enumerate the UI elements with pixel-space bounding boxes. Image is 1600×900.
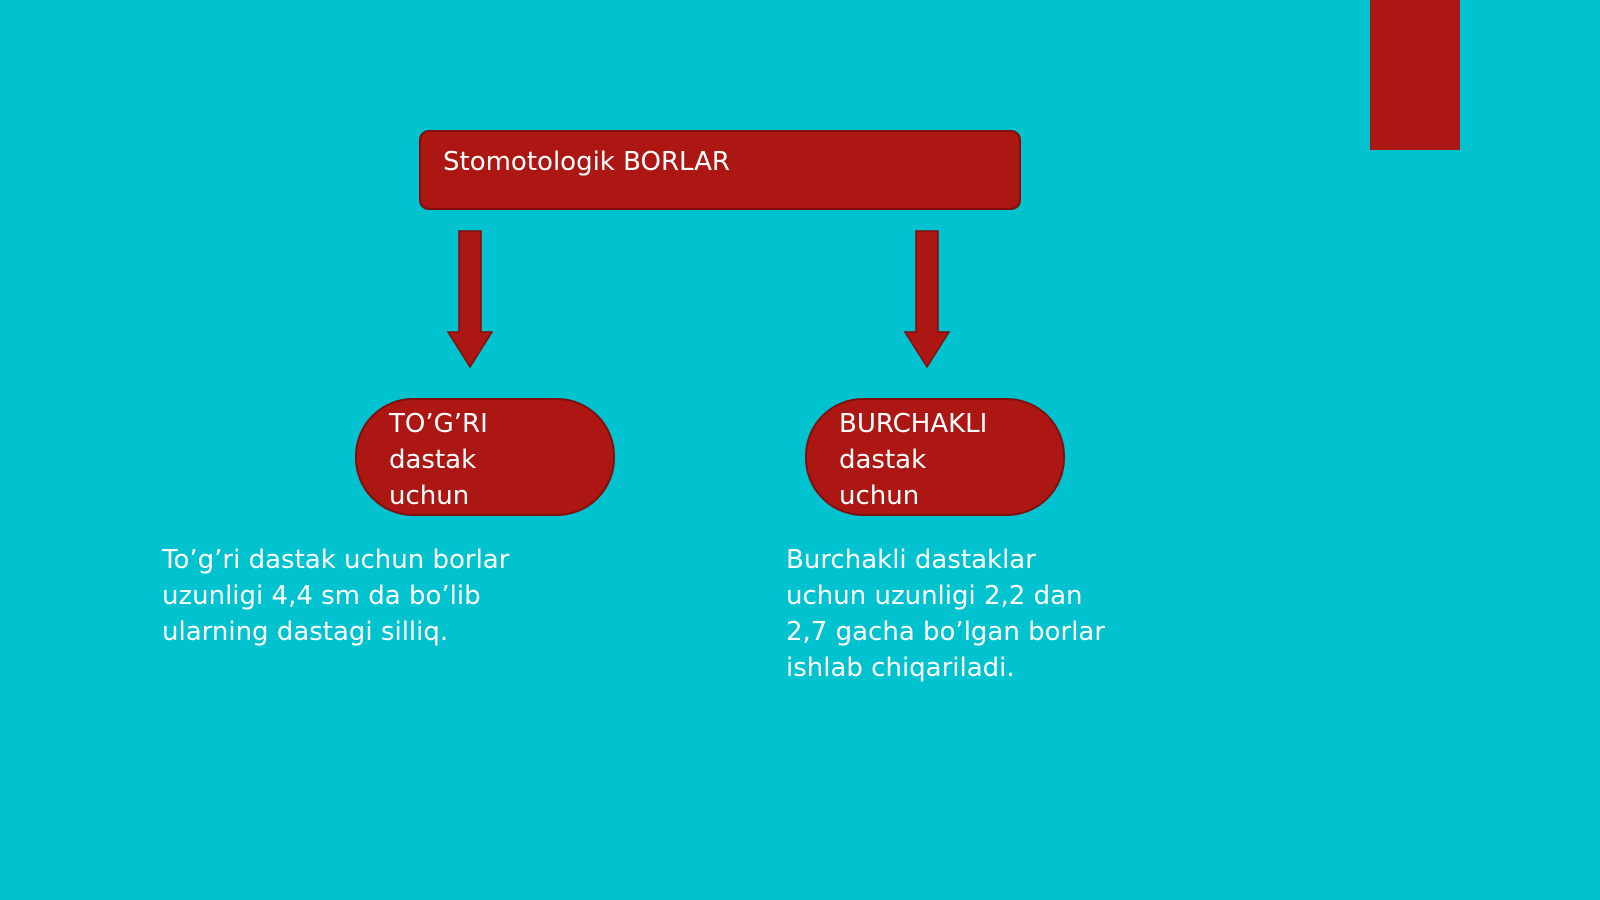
branch-node-burchakli: BURCHAKLI dastak uchun: [805, 398, 1065, 516]
arrow-down-left: [446, 230, 494, 369]
description-togri: To’g’ri dastak uchun borlar uzunligi 4,4…: [162, 542, 509, 650]
description-line: uchun uzunligi 2,2 dan: [786, 581, 1083, 611]
branch-node-label-line: uchun: [389, 481, 470, 511]
root-node: Stomotologik BORLAR: [419, 130, 1021, 210]
branch-node-label-line: TO’G’RI: [389, 409, 488, 439]
description-line: ishlab chiqariladi.: [786, 653, 1015, 683]
arrow-down-right: [903, 230, 951, 369]
description-line: To’g’ri dastak uchun borlar: [162, 545, 510, 575]
description-line: Burchakli dastaklar: [786, 545, 1036, 575]
corner-accent-bar: [1370, 0, 1460, 150]
description-burchakli: Burchakli dastaklar uchun uzunligi 2,2 d…: [786, 542, 1105, 686]
branch-node-togri: TO’G’RI dastak uchun: [355, 398, 615, 516]
root-node-label: Stomotologik BORLAR: [443, 147, 730, 177]
branch-node-label-line: BURCHAKLI: [839, 409, 988, 439]
branch-node-label-line: uchun: [839, 481, 920, 511]
description-line: ularning dastagi silliq.: [162, 617, 449, 647]
description-line: 2,7 gacha bo’lgan borlar: [786, 617, 1106, 647]
description-line: uzunligi 4,4 sm da bo’lib: [162, 581, 481, 611]
branch-node-label-line: dastak: [839, 445, 927, 475]
branch-node-label-line: dastak: [389, 445, 477, 475]
